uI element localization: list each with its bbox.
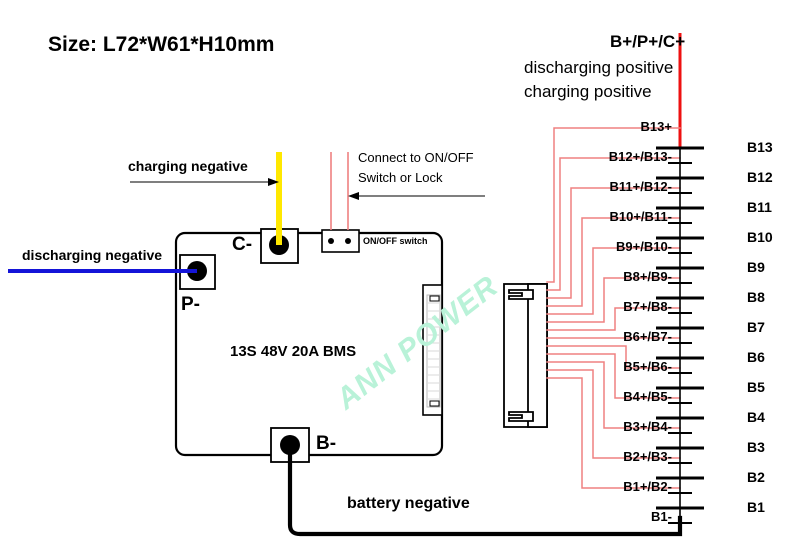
tap-label: B8+/B9- (623, 269, 672, 284)
tap-label: B4+/B5- (623, 389, 672, 404)
terminal-p-minus (179, 254, 216, 290)
cell-label: B10 (747, 229, 773, 245)
cell-label: B8 (747, 289, 765, 305)
cell-label: B3 (747, 439, 765, 455)
cell-label: B9 (747, 259, 765, 275)
positive-sub-label-1: discharging positive (524, 58, 674, 77)
positive-sub-label-2: charging positive (524, 82, 652, 101)
discharging-negative-label: discharging negative (22, 247, 163, 263)
balance-wires (546, 127, 681, 489)
onoff-switch-label: ON/OFF switch (363, 236, 428, 246)
cell-label: B1 (747, 499, 765, 515)
tap-label: B9+/B10- (616, 239, 672, 254)
cell-label: B4 (747, 409, 765, 425)
positive-header-label: B+/P+/C+ (610, 32, 686, 51)
battery-cell-stack (656, 146, 704, 524)
terminal-label-c-minus: C- (232, 234, 253, 255)
balance-connector-header (422, 284, 443, 416)
cell-label: B11 (747, 199, 772, 215)
onoff-switch-header (321, 229, 360, 253)
cell-label: B12 (747, 169, 773, 185)
battery-negative-wire (287, 444, 683, 537)
tap-label: B7+/B8- (623, 299, 672, 314)
tap-label: B10+/B11- (609, 209, 672, 224)
tap-label: B13+ (640, 119, 672, 134)
charging-negative-label: charging negative (128, 158, 248, 174)
terminal-label-b-minus: B- (316, 433, 337, 454)
tap-label: B11+/B12- (609, 179, 672, 194)
tap-label: B12+/B13- (608, 149, 672, 164)
battery-negative-label: battery negative (347, 495, 470, 512)
terminal-label-p-minus: P- (181, 294, 200, 315)
cell-label: B5 (747, 379, 765, 395)
cell-label: B2 (747, 469, 765, 485)
charging-negative-leader (130, 178, 279, 186)
page-title: Size: L72*W61*H10mm (48, 33, 275, 56)
onoff-note-line-1: Connect to ON/OFF (358, 150, 474, 165)
cell-label: B6 (747, 349, 765, 365)
cell-label: B13 (747, 139, 773, 155)
tap-label: B6+/B7- (623, 329, 672, 344)
onoff-note-line-2: Switch or Lock (358, 170, 443, 185)
cell-label: B7 (747, 319, 765, 335)
tap-label: B1- (651, 509, 672, 524)
balance-connector-plug (503, 283, 548, 428)
tap-label: B5+/B6- (623, 359, 672, 374)
onoff-note-leader (348, 192, 485, 200)
tap-label: B1+/B2- (623, 479, 672, 494)
onoff-switch-wires (330, 152, 349, 230)
board-model-label: 13S 48V 20A BMS (230, 343, 357, 360)
tap-label: B2+/B3- (623, 449, 672, 464)
tap-label: B3+/B4- (623, 419, 672, 434)
